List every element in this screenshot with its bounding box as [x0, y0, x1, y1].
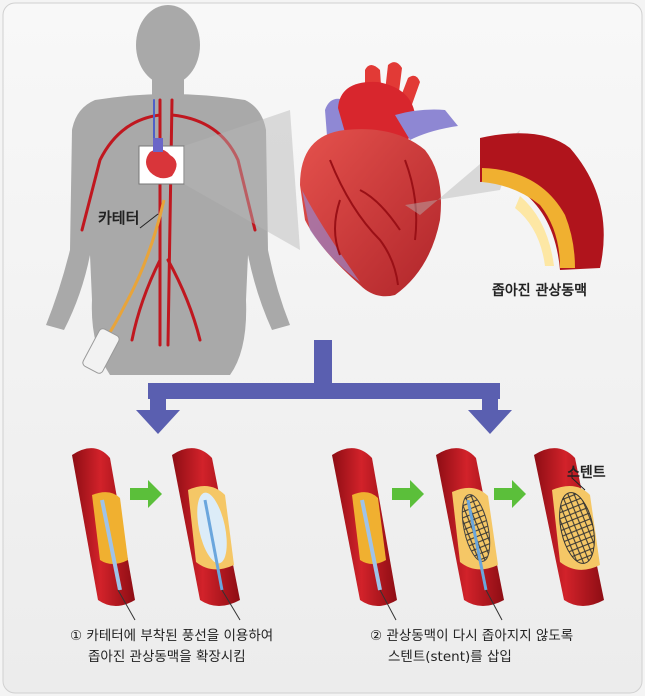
caption-step-1: ① 카테터에 부착된 풍선을 이용하여 좁아진 관상동맥을 확장시킴 — [70, 626, 273, 668]
step-line-2: 좁아진 관상동맥을 확장시킴 — [70, 647, 246, 668]
label-catheter: 카테터 — [98, 207, 139, 228]
step-line-1: 관상동맥이 다시 좁아지지 않도록 — [386, 628, 573, 644]
step-line-1: 카테터에 부착된 풍선을 이용하여 — [86, 628, 273, 644]
caption-step-2: ② 관상동맥이 다시 좁아지지 않도록 스텐트(stent)를 삽입 — [370, 626, 573, 668]
step-marker: ② — [370, 628, 382, 644]
step-line-2: 스텐트(stent)를 삽입 — [370, 647, 512, 668]
step-marker: ① — [70, 628, 82, 644]
label-stent: 스텐트 — [567, 462, 606, 482]
label-narrowed-artery: 좁아진 관상동맥 — [492, 280, 587, 300]
